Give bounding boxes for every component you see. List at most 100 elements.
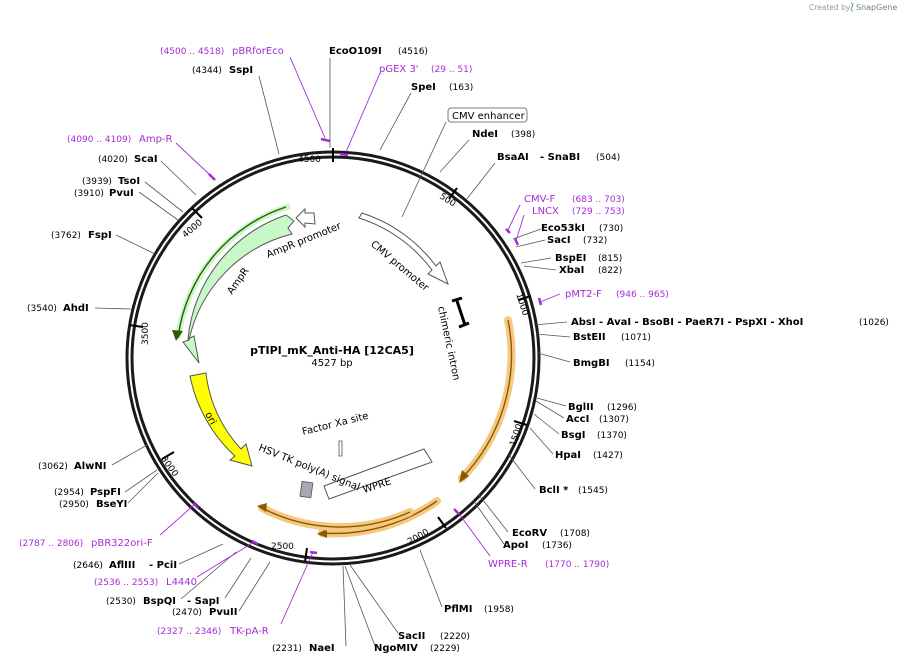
site-pvuii-name[interactable]: PvuII: [209, 607, 237, 618]
site-fspi-pos: (3762): [51, 231, 81, 241]
site-bsgi-name[interactable]: BsgI: [561, 430, 585, 441]
site-pvui-pos: (3910): [74, 189, 104, 199]
site-pflmi-name[interactable]: PflMI: [444, 604, 472, 615]
primer-pmt2f-pos: (946 .. 965): [616, 290, 669, 300]
site-afliii-name[interactable]: AflIII: [109, 560, 135, 571]
primer-wprer-name[interactable]: WPRE-R: [488, 559, 528, 570]
site-ngomiv-name[interactable]: NgoMIV: [374, 643, 418, 654]
site-apoi-name[interactable]: ApoI: [503, 540, 529, 551]
site-pspfi-pos: (2954): [54, 488, 84, 498]
site-bsaai-name[interactable]: BsaAI: [497, 152, 529, 163]
site-pvui-name[interactable]: PvuI: [109, 188, 134, 199]
site-ngomiv-pos: (2229): [430, 644, 460, 654]
site-alwni-pos: (3062): [38, 462, 68, 472]
site-pcii-name[interactable]: - PciI: [149, 560, 177, 571]
primer-tkpar-name[interactable]: TK-pA-R: [229, 626, 269, 637]
site-bcli-name[interactable]: BclI *: [539, 485, 569, 496]
tick-2500: 2500: [271, 542, 294, 552]
site-bspei-name[interactable]: BspEI: [555, 253, 586, 264]
site-hpai-pos: (1427): [593, 451, 623, 461]
site-tsoi-name[interactable]: TsoI: [118, 176, 140, 187]
tick-500: 500: [437, 192, 457, 210]
site-absi-group-name[interactable]: AbsI - AvaI - BsoBI - PaeR7I - PspXI - X…: [571, 317, 803, 328]
site-xbai-name[interactable]: XbaI: [559, 265, 584, 276]
primer-pbr322ori-pos: (2787 .. 2806): [19, 539, 83, 549]
ampr-promoter-arrow[interactable]: [295, 207, 316, 229]
site-bmgbi-name[interactable]: BmgBI: [573, 358, 610, 369]
site-ecorv-name[interactable]: EcoRV: [512, 528, 547, 539]
site-ecoo109i-name[interactable]: EcoO109I: [329, 46, 382, 57]
credit-prefix: Created by: [809, 3, 851, 12]
site-bseyi-name[interactable]: BseYI: [96, 499, 127, 510]
ori-arrow[interactable]: [189, 372, 253, 467]
site-spei-name[interactable]: SpeI: [411, 82, 436, 93]
tick-marks: [128, 148, 532, 563]
primer-markers: [192, 137, 543, 555]
primer-pbrforeco-name[interactable]: pBRforEco: [232, 46, 284, 57]
cmv-enhancer-box: [447, 107, 528, 123]
cmv-enhancer-label: CMV enhancer: [452, 111, 526, 122]
site-scai-pos: (4020): [98, 155, 128, 165]
site-sspi-pos: (4344): [192, 66, 222, 76]
primer-wprer-pos: (1770 .. 1790): [545, 560, 609, 570]
site-bsteii-name[interactable]: BstEII: [573, 332, 606, 343]
primer-ampr-pos: (4090 .. 4109): [67, 135, 131, 145]
primer-tkpar-pos: (2327 .. 2346): [157, 627, 221, 637]
site-snabi-name[interactable]: - SnaBI: [540, 152, 580, 163]
site-acci-name[interactable]: AccI: [566, 414, 589, 425]
factor-xa-label: Factor Xa site: [301, 411, 370, 438]
site-eco53ki-name[interactable]: Eco53kI: [541, 223, 585, 234]
tick-3500: 3500: [141, 322, 151, 345]
site-bglii-name[interactable]: BglII: [568, 402, 594, 413]
site-bspqi-name[interactable]: BspQI: [143, 596, 176, 607]
site-naei-pos: (2231): [272, 644, 302, 654]
site-apoi-pos: (1736): [542, 541, 572, 551]
site-sacii-pos: (2220): [440, 632, 470, 642]
site-fspi-name[interactable]: FspI: [88, 230, 112, 241]
site-saci-name[interactable]: SacI: [547, 235, 571, 246]
chimeric-intron-marker: [451, 296, 470, 329]
site-ahdi-pos: (3540): [27, 304, 57, 314]
site-sspi-name[interactable]: SspI: [229, 65, 253, 76]
hsv-tk-polya-marker: [299, 480, 314, 499]
ori-label: ori: [202, 410, 218, 427]
site-sapi-name[interactable]: - SapI: [187, 596, 219, 607]
primer-cmvf-name[interactable]: CMV-F: [524, 194, 555, 205]
primer-pgex3-name[interactable]: pGEX 3': [379, 64, 419, 75]
site-acci-pos: (1307): [599, 415, 629, 425]
site-eco53ki-pos: (730): [599, 224, 623, 234]
site-pspfi-name[interactable]: PspFI: [90, 487, 121, 498]
site-naei-name[interactable]: NaeI: [309, 643, 335, 654]
tick-1000: 1000: [513, 292, 530, 317]
site-hpai-name[interactable]: HpaI: [555, 450, 581, 461]
site-alwni-name[interactable]: AlwNI: [74, 461, 107, 472]
primer-pbr322ori-name[interactable]: pBR322ori-F: [91, 538, 153, 549]
site-ahdi-name[interactable]: AhdI: [63, 303, 89, 314]
site-sacii-name[interactable]: SacII: [398, 631, 425, 642]
primer-lncx-name[interactable]: LNCX: [532, 206, 559, 217]
primer-l4440-name[interactable]: L4440: [166, 577, 197, 588]
site-scai-name[interactable]: ScaI: [134, 154, 158, 165]
primer-pmt2f-name[interactable]: pMT2-F: [565, 289, 602, 300]
site-snabi-pos: (504): [596, 153, 620, 163]
orf-right-glow: [458, 316, 516, 482]
tick-4500: 4500: [298, 155, 321, 165]
orf-bottom-arrow[interactable]: [321, 500, 438, 535]
cmv-enhancer-leader: [401, 121, 447, 218]
site-spei-pos: (163): [449, 83, 473, 93]
ampr-arrow[interactable]: [182, 214, 295, 364]
site-bsteii-pos: (1071): [621, 333, 651, 343]
site-ecoo109i-pos: (4516): [398, 47, 428, 57]
credit-brand: SnapGene: [856, 3, 897, 12]
cmv-promoter-arrow[interactable]: [358, 212, 449, 286]
site-ecorv-pos: (1708): [560, 529, 590, 539]
site-afliii-pos: (2646): [73, 561, 103, 571]
primer-ampr-name[interactable]: Amp-R: [139, 134, 173, 145]
wpre-feature[interactable]: [323, 448, 433, 500]
site-bsgi-pos: (1370): [597, 431, 627, 441]
orf-bottom2-arrow[interactable]: [261, 507, 411, 528]
orf-right-arrow[interactable]: [461, 319, 513, 479]
site-saci-pos: (732): [583, 236, 607, 246]
site-ndei-name[interactable]: NdeI: [472, 129, 498, 140]
ampr-outer-arrow[interactable]: [177, 206, 287, 339]
